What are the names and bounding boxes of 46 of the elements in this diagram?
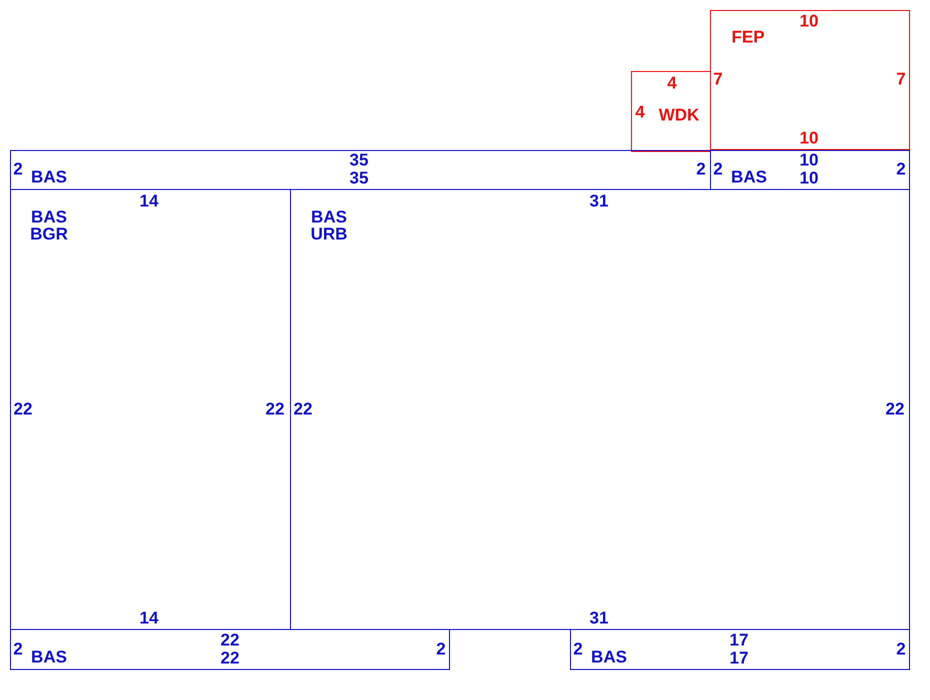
dimension-label: 14 — [140, 192, 158, 210]
area-outline — [10, 150, 711, 190]
area-code: BAS — [31, 168, 67, 186]
area-outline — [710, 10, 910, 150]
dimension-label: 22 — [886, 400, 904, 418]
dimension-label: 2 — [713, 160, 723, 178]
dimension-label: 2 — [696, 160, 706, 178]
dimension-label: 4 — [635, 104, 645, 120]
area-code: BAS — [591, 648, 627, 666]
dimension-label: 2 — [896, 160, 906, 178]
dimension-label: 17 — [730, 650, 748, 666]
dimension-label: 35 — [350, 152, 368, 168]
dimension-label: 10 — [800, 152, 818, 168]
dimension-label: 35 — [350, 170, 368, 186]
dimension-label: 22 — [220, 632, 240, 648]
area-code: WDK — [658, 106, 700, 124]
dimension-label: 22 — [294, 400, 312, 418]
dimension-label: 31 — [590, 610, 608, 626]
area-outline — [631, 71, 711, 152]
dimension-label: 22 — [14, 400, 32, 418]
dimension-label: 22 — [220, 650, 240, 666]
dimension-label: 17 — [730, 632, 748, 648]
dimension-label: 2 — [13, 640, 23, 658]
dimension-label: 14 — [140, 610, 158, 626]
area-outline — [710, 150, 910, 190]
dimension-label: 31 — [590, 192, 608, 210]
dimension-label: 2 — [573, 640, 583, 658]
area-code: BGR — [30, 226, 68, 242]
dimension-label: 2 — [896, 640, 906, 658]
dimension-label: 10 — [800, 12, 818, 30]
dimension-label: 7 — [896, 70, 906, 88]
dimension-label: 7 — [713, 70, 723, 88]
area-code: FEP — [731, 28, 765, 46]
area-code: URB — [310, 226, 348, 242]
area-code: BAS — [311, 208, 347, 226]
dimension-label: 2 — [13, 160, 23, 178]
area-code: BAS — [31, 208, 67, 226]
dimension-label: 10 — [800, 130, 818, 146]
area-code: BAS — [31, 648, 67, 666]
area-outline — [570, 629, 910, 670]
area-code: BAS — [731, 168, 767, 186]
area-outline — [10, 629, 450, 670]
dimension-label: 10 — [800, 170, 818, 186]
dimension-label: 2 — [436, 640, 446, 658]
dimension-label: 4 — [667, 74, 677, 92]
dimension-label: 22 — [266, 400, 284, 418]
